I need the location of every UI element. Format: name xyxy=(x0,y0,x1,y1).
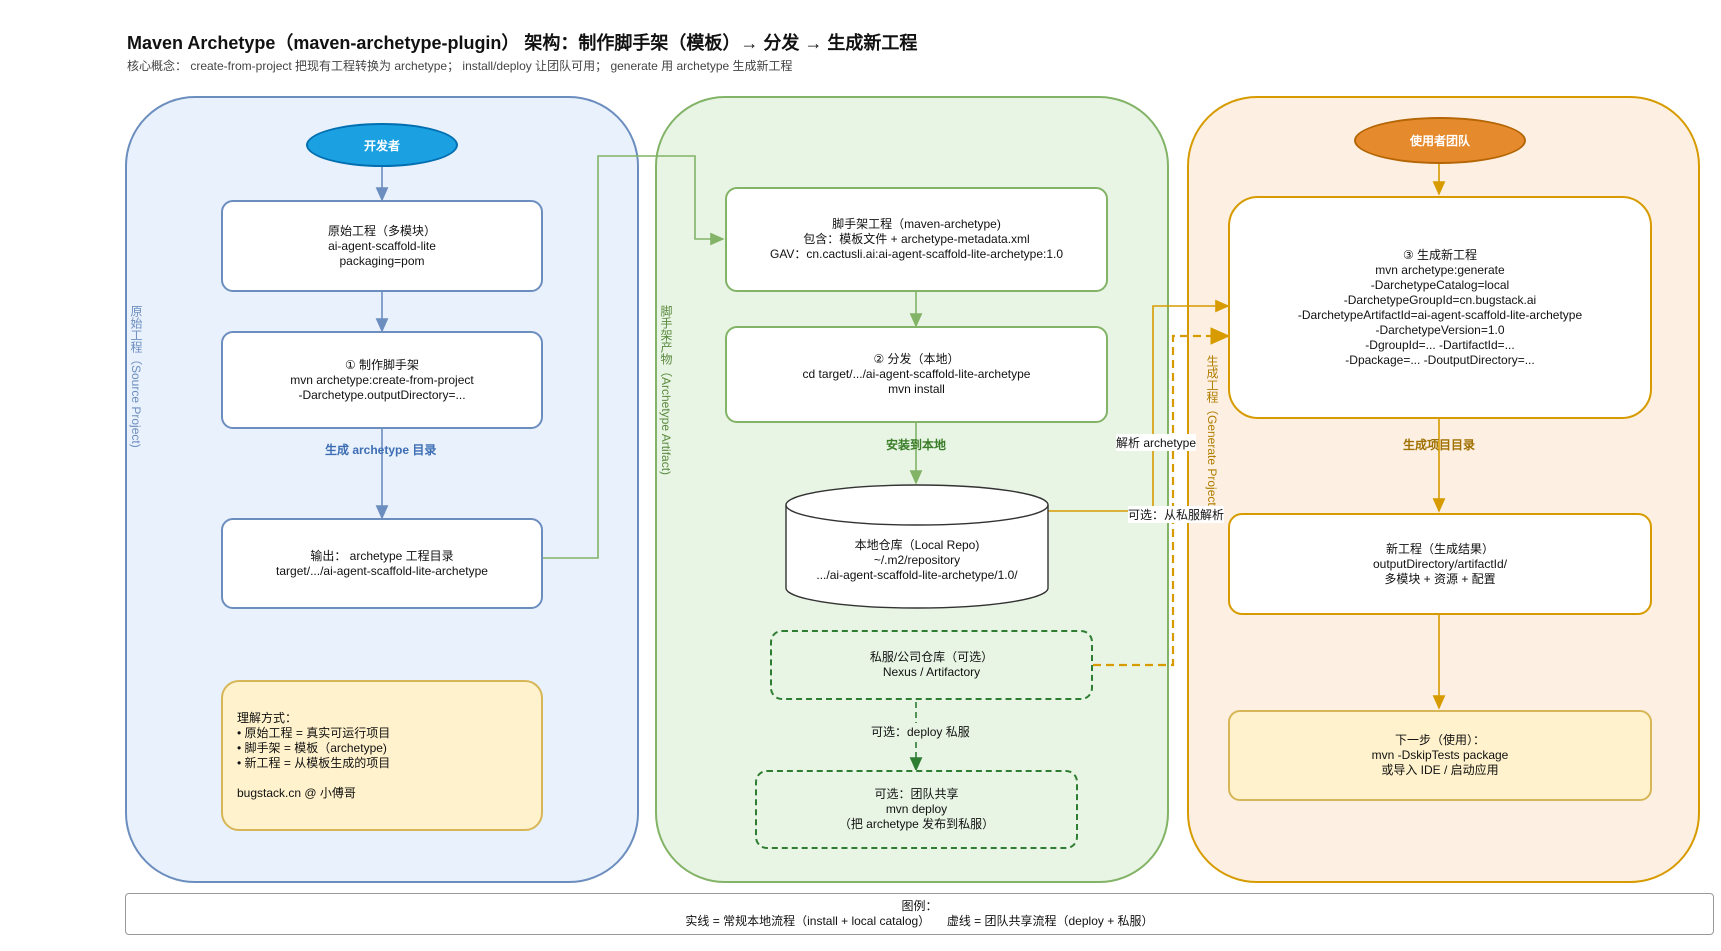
legend-text: 实线 = 常规本地流程（install + local catalog） 虚线 … xyxy=(685,914,1154,928)
new-project-node: 新工程（生成结果）outputDirectory/artifactId/多模块 … xyxy=(1228,513,1652,615)
legend: 图例： 实线 = 常规本地流程（install + local catalog）… xyxy=(125,893,1714,935)
legend-title: 图例： xyxy=(901,899,938,913)
local-repo-cylinder xyxy=(785,484,1049,609)
source-lane-label: 原始工程（Source Project) xyxy=(129,305,143,448)
local-repo-label: 本地仓库（Local Repo)~/.m2/repository.../ai-a… xyxy=(816,537,1018,582)
edge-label-private-resolve: 可选：从私服解析 xyxy=(1128,506,1225,523)
user-team-actor: 使用者团队 xyxy=(1354,117,1526,164)
private-repo-node: 私服/公司仓库（可选）Nexus / Artifactory xyxy=(770,630,1093,700)
edge-label-generate-dir: 生成项目目录 xyxy=(1403,438,1476,452)
page-title: Maven Archetype（maven-archetype-plugin） … xyxy=(127,33,918,53)
edge-label-generate-archetype: 生成 archetype 目录 xyxy=(325,443,437,457)
artifact-lane-label: 脚手架产物（Archetype Artifact) xyxy=(659,305,673,476)
developer-actor: 开发者 xyxy=(306,123,458,167)
edge-label-deploy-private: 可选：deploy 私服 xyxy=(871,723,970,740)
understanding-note: 理解方式：• 原始工程 = 真实可运行项目• 脚手架 = 模板（archetyp… xyxy=(221,680,543,831)
generate-lane-label: 生成工程（Generate Project) xyxy=(1205,355,1219,510)
scaffold-project-node: 脚手架工程（maven-archetype)包含：模板文件 + archetyp… xyxy=(725,187,1108,292)
edge-label-install-local: 安装到本地 xyxy=(886,438,947,452)
distribute-local-node: ② 分发（本地）cd target/.../ai-agent-scaffold-… xyxy=(725,326,1108,423)
edge-label-resolve-archetype: 解析 archetype xyxy=(1116,434,1197,451)
page-subtitle: 核心概念： create-from-project 把现有工程转换为 arche… xyxy=(127,59,793,73)
